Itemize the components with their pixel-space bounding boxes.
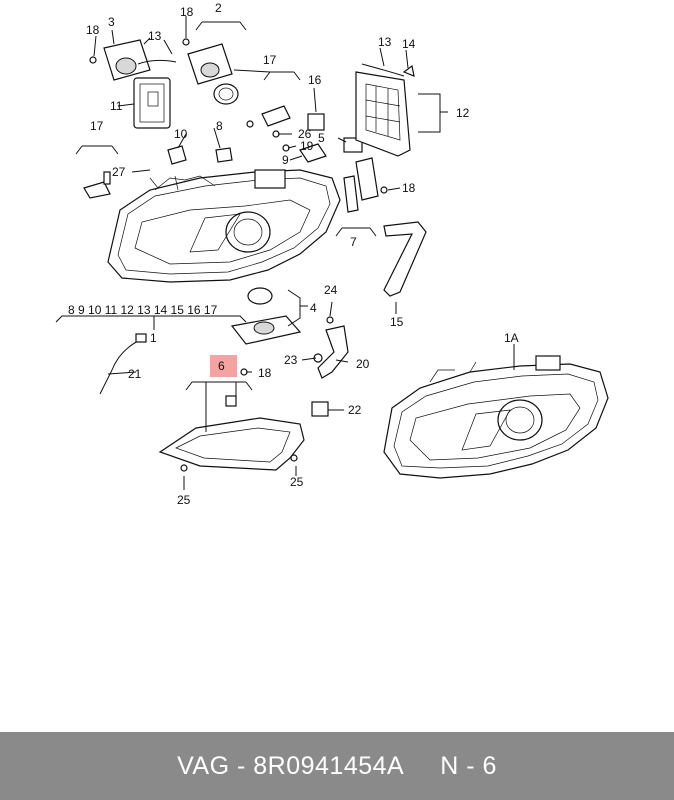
callout-6-highlight bbox=[210, 355, 237, 377]
callout-9: 9 bbox=[282, 153, 289, 167]
callout-14: 14 bbox=[402, 37, 416, 51]
footer-text: VAG - 8R0941454A N - 6 bbox=[177, 752, 497, 781]
callout-26: 26 bbox=[298, 127, 312, 141]
bulb-9 bbox=[299, 143, 327, 163]
part-16 bbox=[307, 113, 325, 131]
bolt-18 bbox=[380, 186, 388, 194]
part-14 bbox=[402, 64, 415, 77]
cover-12 bbox=[355, 71, 411, 157]
callout-1a: 1A bbox=[504, 331, 519, 345]
callout-18: 18 bbox=[402, 181, 416, 195]
position-label: N - 6 bbox=[440, 751, 497, 780]
callout-16: 16 bbox=[308, 73, 322, 87]
callout-24: 24 bbox=[324, 283, 338, 297]
callout-8: 8 bbox=[216, 119, 223, 133]
callout-18: 18 bbox=[258, 366, 272, 380]
bulb-8 bbox=[215, 147, 233, 163]
callout-2: 2 bbox=[215, 1, 222, 15]
bolt-18 bbox=[182, 38, 190, 46]
exploded-parts-diagram: 3 18 2 18 13 13 14 17 16 11 12 8 17 10 2… bbox=[55, 1, 609, 507]
callout-27: 27 bbox=[112, 165, 126, 179]
callout-25: 25 bbox=[177, 493, 191, 507]
callout-4: 4 bbox=[310, 301, 317, 315]
footer-bar: VAG - 8R0941454A N - 6 bbox=[0, 732, 674, 800]
callout-21: 21 bbox=[128, 367, 142, 381]
callout-17: 17 bbox=[90, 119, 104, 133]
wire-13 bbox=[137, 59, 177, 65]
parts-list-under-headlight: 8 9 10 11 12 13 14 15 16 17 bbox=[68, 303, 218, 317]
ballast-module-2 bbox=[187, 43, 239, 105]
screw-6 bbox=[225, 395, 237, 407]
bracket-7 bbox=[343, 175, 359, 213]
headlight-assembly-1 bbox=[107, 169, 341, 283]
bolt-24 bbox=[326, 316, 334, 324]
brand-label: VAG bbox=[177, 751, 230, 780]
bolt-25 bbox=[290, 454, 298, 462]
callout-3: 3 bbox=[108, 15, 115, 29]
wire-13 bbox=[361, 63, 405, 77]
bulb-10 bbox=[167, 145, 187, 165]
ballast-module-3 bbox=[103, 39, 171, 129]
callout-12: 12 bbox=[456, 106, 470, 120]
callout-10: 10 bbox=[174, 127, 188, 141]
clip-22 bbox=[311, 401, 329, 417]
callout-25: 25 bbox=[290, 475, 304, 489]
callout-15: 15 bbox=[390, 315, 404, 329]
callout-5: 5 bbox=[318, 131, 325, 145]
callout-11: 11 bbox=[110, 99, 123, 113]
seal-4 bbox=[247, 287, 273, 305]
bolt-25 bbox=[180, 464, 188, 472]
callout-18: 18 bbox=[180, 5, 194, 19]
bracket-17 bbox=[83, 105, 291, 199]
callout-20: 20 bbox=[356, 357, 370, 371]
callout-13: 13 bbox=[378, 35, 392, 49]
callout-6: 6 bbox=[218, 359, 225, 373]
bolt-18 bbox=[89, 56, 97, 64]
callout-17: 17 bbox=[263, 53, 277, 67]
bracket-7 bbox=[355, 157, 379, 201]
callout-labels: 3 18 2 18 13 13 14 17 16 11 12 8 17 10 2… bbox=[68, 1, 519, 507]
separator: - bbox=[229, 751, 254, 780]
callout-22: 22 bbox=[348, 403, 362, 417]
trim-strip-15 bbox=[383, 221, 427, 297]
bracket-6 bbox=[158, 417, 305, 471]
part-number: 8R0941454A bbox=[253, 751, 405, 780]
callout-13: 13 bbox=[148, 29, 162, 43]
bracket-20 bbox=[317, 325, 349, 379]
callout-1: 1 bbox=[150, 331, 157, 345]
callout-23: 23 bbox=[284, 353, 298, 367]
headlight-assembly-1a bbox=[383, 355, 609, 479]
callout-18: 18 bbox=[86, 23, 100, 37]
cable-21-connector bbox=[135, 333, 147, 343]
leader-lines bbox=[55, 16, 515, 490]
bulb-5 bbox=[343, 137, 363, 153]
callout-19: 19 bbox=[300, 139, 314, 153]
callout-7: 7 bbox=[350, 235, 357, 249]
